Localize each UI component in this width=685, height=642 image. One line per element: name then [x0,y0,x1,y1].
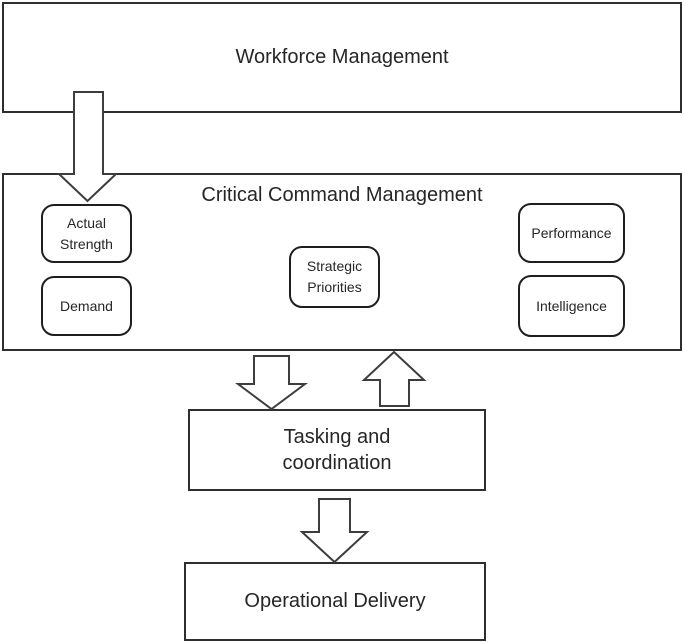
node-actual-strength: Actual Strength [41,204,132,263]
node-performance: Performance [518,203,625,263]
down-arrow-ccm-to-tasking [234,355,309,411]
workforce-management-box: Workforce Management [2,2,682,113]
operational-delivery-label: Operational Delivery [244,590,426,612]
node-intelligence: Intelligence [518,275,625,337]
tasking-and-coordination-box: Tasking and coordination [188,409,486,491]
node-strategic-priorities: Strategic Priorities [289,246,380,308]
critical-command-management-title: Critical Command Management [201,184,483,206]
up-arrow-tasking-to-ccm [361,350,427,407]
workforce-management-label: Workforce Management [235,46,449,68]
node-demand: Demand [41,276,132,336]
operational-delivery-box: Operational Delivery [184,562,486,641]
down-arrow-tasking-to-operational [299,498,370,564]
